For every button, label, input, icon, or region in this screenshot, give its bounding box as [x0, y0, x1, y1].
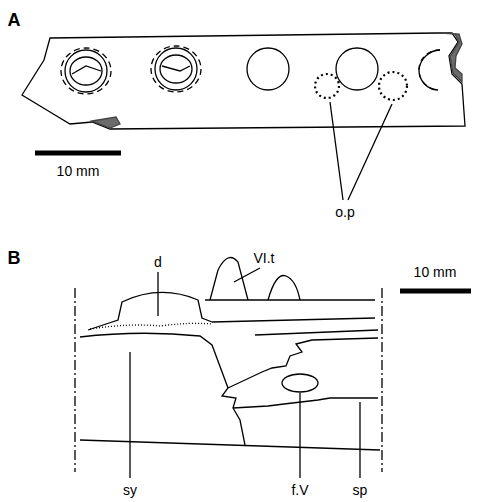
part-label: sy — [123, 483, 137, 497]
part-label: f.V — [291, 483, 308, 497]
scale-label: 10 mm — [414, 265, 457, 279]
part-label: sp — [353, 483, 368, 497]
part-label: d — [154, 255, 162, 269]
part-label: VI.t — [253, 251, 274, 265]
panel-letter: B — [8, 249, 21, 267]
scale-label: 10 mm — [57, 164, 100, 178]
panel-letter: A — [8, 11, 21, 29]
part-label: o.p — [335, 205, 354, 219]
